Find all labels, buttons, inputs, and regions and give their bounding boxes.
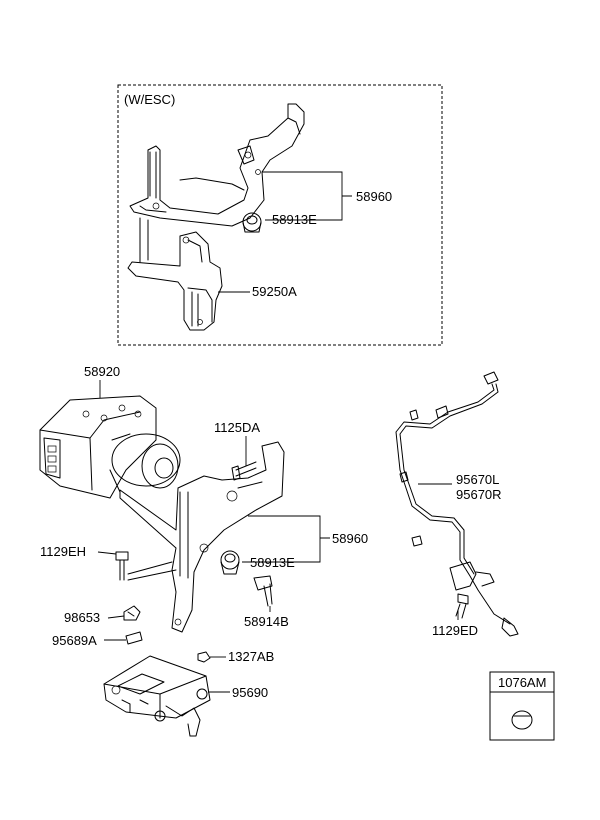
clip-leader [107, 615, 125, 619]
wesc-mount-drawing [127, 217, 223, 331]
hecu-drawing [39, 395, 181, 499]
hecu-label: 58920 [84, 364, 120, 379]
wesc-bushing-label: 58913E [272, 212, 317, 227]
nut-drawing [197, 651, 211, 663]
bolt-bottom-label: 58914B [244, 614, 289, 629]
clip2-drawing [125, 631, 143, 645]
wesc-label: (W/ESC) [124, 92, 175, 107]
clip-label: 98653 [64, 610, 100, 625]
plug-box-label: 1076AM [498, 675, 546, 690]
bushing-drawing [220, 550, 240, 575]
bolt-bottom-drawing [253, 575, 273, 607]
module-label: 95690 [232, 685, 268, 700]
sensor-r-label: 95670R [456, 487, 502, 502]
wesc-mount-label: 59250A [252, 284, 297, 299]
nut-label: 1327AB [228, 649, 274, 664]
clip-drawing [123, 605, 141, 621]
wesc-bracket-drawing [129, 103, 305, 227]
bolt-left-drawing [115, 551, 129, 581]
module-drawing [103, 655, 211, 737]
bushing-label: 58913E [250, 555, 295, 570]
plug-box [489, 671, 555, 741]
sensor-l-label: 95670L [456, 472, 499, 487]
sensor-bolt-label: 1129ED [432, 623, 478, 638]
wesc-bracket-leader [262, 171, 352, 221]
clip2-label: 95689A [52, 633, 97, 648]
bolt-left-leader [97, 551, 117, 555]
bracket-drawing [119, 441, 285, 633]
wesc-dashed-box [117, 84, 443, 346]
plug-drawing [511, 710, 533, 730]
bolt-top-drawing [231, 461, 257, 481]
bracket-label: 58960 [332, 531, 368, 546]
wesc-bushing-drawing [242, 212, 262, 233]
bracket-leader [242, 515, 330, 563]
bolt-left-label: 1129EH [40, 544, 86, 559]
wesc-bracket-label: 58960 [356, 189, 392, 204]
bolt-top-label: 1125DA [214, 420, 260, 435]
sensor-drawing [395, 371, 519, 637]
